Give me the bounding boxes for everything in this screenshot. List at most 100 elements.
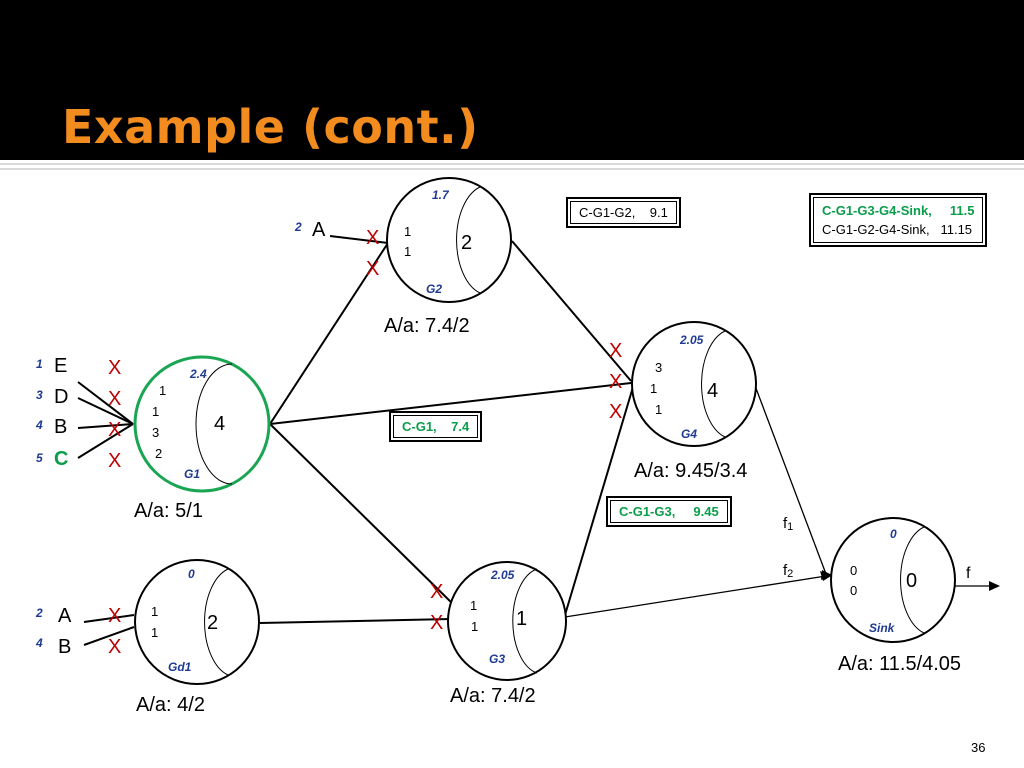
node-name: Gd1 (168, 660, 192, 674)
node-name: G4 (681, 427, 697, 441)
input-number: 2 (294, 220, 302, 234)
path-box-c-g1: C-G1, 7.4 (389, 411, 483, 442)
input-signal: E (54, 355, 67, 377)
node-caption: A/a: 4/2 (136, 694, 205, 716)
edge-c-g1 (77, 423, 134, 459)
edge-g3-sink (564, 575, 827, 618)
x-mark: X (366, 258, 379, 280)
node-value: 4 (707, 380, 718, 402)
edge-g2-g4 (511, 240, 632, 382)
edge-gd1-g3 (259, 618, 452, 624)
divider (0, 168, 1024, 170)
node-name: G3 (489, 652, 505, 666)
node-name: Sink (869, 621, 896, 635)
output-label: f (966, 565, 971, 582)
node-gd1: 0 1 1 2 Gd1 (134, 559, 260, 685)
arrowhead (989, 581, 1000, 591)
path-label: C-G1, 7.4 (393, 415, 479, 438)
input-value: 2 (155, 446, 162, 461)
node-weight: 0 (890, 527, 897, 541)
edge-g3-g4 (564, 386, 634, 616)
node-value: 4 (214, 413, 225, 435)
node-weight: 2.05 (679, 333, 704, 347)
x-mark: X (108, 388, 121, 410)
input-value: 1 (404, 224, 411, 239)
input-value: 1 (471, 619, 478, 634)
input-signal: A (58, 605, 72, 627)
edge-g4-sink (753, 382, 827, 575)
x-mark: X (108, 636, 121, 658)
x-mark: X (366, 227, 379, 249)
node-g2: 1.7 1 1 2 G2 (386, 177, 512, 303)
node-weight: 2.4 (189, 367, 207, 381)
input-value: 0 (850, 563, 857, 578)
input-value: 1 (151, 604, 158, 619)
input-value: 0 (850, 583, 857, 598)
x-mark: X (108, 605, 121, 627)
node-weight: 0 (188, 567, 195, 581)
path-label: C-G1-G3, 9.45 (610, 500, 728, 523)
input-signal: C (54, 448, 68, 470)
input-signal: B (58, 636, 71, 658)
input-value: 1 (152, 404, 159, 419)
x-mark: X (430, 612, 443, 634)
edge-a-gd1 (83, 614, 135, 623)
x-mark: X (609, 340, 622, 362)
input-number: 4 (35, 418, 43, 432)
edge-e-g1 (77, 381, 134, 425)
node-caption: A/a: 7.4/2 (450, 685, 536, 707)
node-weight: 2.05 (490, 568, 515, 582)
x-mark: X (108, 419, 121, 441)
node-value: 0 (906, 570, 917, 592)
slide-title: Example (cont.) (62, 100, 479, 154)
input-signal: B (54, 416, 67, 438)
edge-g1-g3 (269, 423, 457, 608)
input-number: 4 (35, 636, 43, 650)
input-number: 1 (36, 357, 43, 371)
node-caption: A/a: 11.5/4.05 (838, 653, 961, 675)
node-caption: A/a: 9.45/3.4 (634, 460, 747, 482)
arrowhead (821, 570, 832, 580)
input-signal: D (54, 386, 68, 408)
input-value: 1 (151, 625, 158, 640)
x-mark: X (430, 581, 443, 603)
fanout-label-f1: f1 (783, 515, 793, 533)
edge-g1-g4 (269, 382, 632, 425)
node-g4: 2.05 3 1 1 4 G4 (631, 321, 757, 447)
input-value: 3 (655, 360, 662, 375)
node-name: G2 (426, 282, 442, 296)
x-mark: X (108, 450, 121, 472)
node-caption: A/a: 5/1 (134, 500, 203, 522)
x-mark: X (609, 401, 622, 423)
fanout-label-f2: f2 (783, 562, 793, 580)
x-mark: X (108, 357, 121, 379)
path-box-c-g1-g3: C-G1-G3, 9.45 (606, 496, 732, 527)
node-g1: 2.4 1 1 3 2 4 G1 (133, 355, 271, 493)
edge-a-g2 (329, 235, 389, 244)
node-weight: 1.7 (432, 188, 450, 202)
node-caption: A/a: 7.4/2 (384, 315, 470, 337)
second-path: C-G1-G2-G4-Sink, 11.15 (822, 222, 973, 237)
best-path: C-G1-G3-G4-Sink, 11.5 (822, 203, 975, 218)
node-value: 2 (207, 612, 218, 634)
input-number: 5 (36, 451, 43, 465)
input-value: 3 (152, 425, 159, 440)
divider (0, 163, 1024, 165)
input-value: 1 (470, 598, 477, 613)
input-number: 3 (36, 388, 43, 402)
edge-b-g1 (77, 423, 134, 429)
title-bar (0, 0, 1024, 160)
node-g3: 2.05 1 1 1 G3 (447, 561, 567, 681)
node-value: 1 (516, 608, 527, 630)
input-value: 1 (404, 244, 411, 259)
page-number: 36 (971, 740, 986, 755)
path-box-c-g1-g2: C-G1-G2, 9.1 (566, 197, 681, 228)
path-label: C-G1-G2, 9.1 (570, 201, 677, 224)
node-sink: 0 0 0 0 Sink (830, 517, 956, 643)
edge-d-g1 (77, 397, 134, 425)
edge-g1-g2 (269, 242, 389, 425)
input-value: 1 (159, 383, 166, 398)
